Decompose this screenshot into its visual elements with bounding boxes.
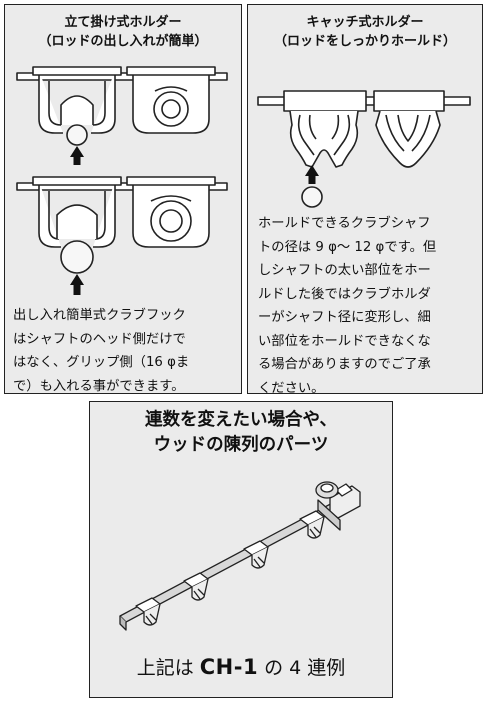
series-example-panel: 連数を変えたい場合や、 ウッドの陳列のパーツ (89, 401, 393, 698)
standing-holder-diagram (16, 66, 228, 295)
insert-arrow-icon (70, 274, 84, 295)
catch-holder-front-view (283, 90, 367, 168)
description-line: ーがシャフト径に変形し、細 (258, 310, 431, 325)
description-line: はシャフトのヘッド側だけで (13, 331, 186, 347)
description-line: ホールドできるクラブシャフ (258, 216, 431, 231)
model-number: CH-1 (199, 655, 259, 679)
rail-holder (135, 597, 161, 626)
catch-holder-title: キャッチ式ホルダー （ロッドをしっかりホールド） (248, 13, 482, 51)
standing-holder-title-line2: （ロッドの出し入れが簡単） (38, 34, 208, 49)
holder-side-view (126, 66, 216, 134)
description-line: ルドした後ではクラブホルダ (258, 286, 431, 302)
series-example-title-line2: ウッドの陳列のパーツ (153, 435, 329, 455)
rail-holder (299, 510, 325, 539)
catch-holder-diagram (257, 90, 471, 208)
series-example-title: 連数を変えたい場合や、 ウッドの陳列のパーツ (90, 408, 392, 458)
catch-holder-side-view (373, 90, 445, 168)
holder-front-view (32, 66, 122, 134)
end-clamp (315, 481, 361, 531)
catch-holder-title-line2: （ロッドをしっかりホールド） (273, 34, 456, 49)
description-line: る場合がありますのでご了承 (258, 357, 431, 372)
large-shaft-ball (60, 240, 94, 274)
catch-holder-title-line1: キャッチ式ホルダー (306, 15, 424, 30)
catch-holder-description: ホールドできるクラブシャフ トの径は 9 φ～ 12 φです。但 しシャフトの太… (258, 212, 478, 400)
description-line: 出し入れ簡単式クラブフック (13, 308, 186, 323)
holder-front-view (32, 176, 122, 248)
holder-side-view (126, 176, 216, 248)
insert-arrow-icon (305, 165, 319, 184)
rail-holder (243, 540, 269, 569)
description-line: ください。 (258, 380, 325, 396)
description-line: はなく、グリップ側（16 φま (13, 355, 190, 370)
description-line: トの径は 9 φ～ 12 φです。但 (258, 239, 437, 255)
rail-bar (16, 72, 228, 81)
standing-holder-description: 出し入れ簡単式クラブフック はシャフトのヘッド側だけで はなく、グリップ側（16… (13, 304, 239, 398)
series-example-caption: 上記は CH-1 の 4 連例 (90, 654, 392, 681)
four-holder-rail-illustration (119, 481, 361, 631)
small-shaft-ball (66, 124, 88, 146)
standing-holder-title-line1: 立て掛け式ホルダー (64, 15, 182, 30)
standing-holder-panel: 立て掛け式ホルダー （ロッドの出し入れが簡単） (4, 4, 242, 394)
rail-holder (183, 572, 209, 601)
caption-prefix: 上記は (136, 657, 200, 679)
insert-arrow-icon (70, 146, 84, 165)
catch-holder-panel: キャッチ式ホルダー （ロッドをしっかりホールド） (247, 4, 483, 396)
caption-suffix: の 4 連例 (258, 657, 346, 679)
shaft-ball (301, 186, 323, 208)
description-line: で）も入れる事ができます。 (13, 378, 185, 394)
description-line: い部位をホールドできなくな (258, 333, 431, 349)
series-example-title-line1: 連数を変えたい場合や、 (145, 410, 337, 430)
rail-bar (16, 182, 228, 191)
standing-holder-title: 立て掛け式ホルダー （ロッドの出し入れが簡単） (5, 13, 241, 51)
description-line: しシャフトの太い部位をホー (258, 263, 431, 278)
